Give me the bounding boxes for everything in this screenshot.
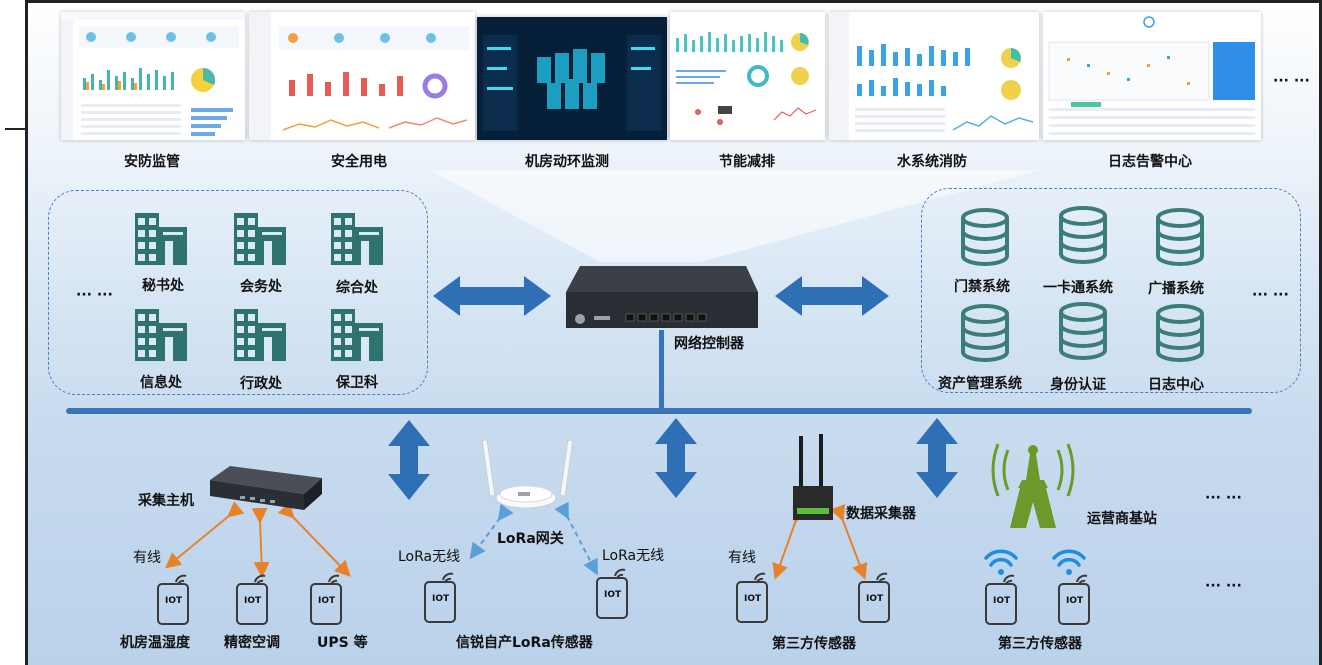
wired-link: [830, 503, 868, 580]
wired-link: [251, 507, 270, 578]
vertical-arrow-1: [388, 420, 430, 500]
screen-caption-security: 安防监管: [124, 154, 180, 170]
systems-group: [921, 188, 1301, 393]
vertical-arrow-2: [655, 418, 697, 498]
device-label-precision-ac: 精密空调: [224, 635, 280, 651]
screen-caption-electricity: 安全用电: [331, 154, 387, 170]
wired-label-left: 有线: [133, 550, 161, 566]
wired-link: [772, 506, 808, 580]
iot-text: IOT: [1066, 596, 1084, 606]
device-label-ups: UPS 等: [317, 635, 368, 651]
base-station-tower: [991, 443, 1075, 528]
dept-label-information: 信息处: [140, 375, 182, 391]
lora-gateway-label: LoRa网关: [497, 531, 564, 547]
screenshot-energy: [670, 12, 825, 140]
device-label-room-temp: 机房温湿度: [120, 635, 190, 651]
screen-caption-datacenter: 机房动环监测: [525, 154, 609, 170]
iot-text: IOT: [432, 594, 450, 604]
bottom-more-ellipsis-bottom: ··· ···: [1205, 578, 1242, 594]
base-station-label: 运营商基站: [1087, 511, 1157, 527]
screenshot-security: [61, 12, 245, 140]
departments-more-ellipsis: ··· ···: [76, 287, 113, 303]
screenshot-log-alarm: [1043, 12, 1261, 140]
lora-wireless-label-left: LoRa无线: [398, 549, 461, 565]
wired-label-right: 有线: [728, 550, 756, 566]
system-label-card: 一卡通系统: [1043, 280, 1113, 296]
lora-wireless-link: [554, 501, 598, 576]
third-party-sensors-label-1: 第三方传感器: [772, 636, 856, 652]
screenshot-water-fire: [829, 12, 1039, 140]
screen-caption-energy: 节能减排: [719, 154, 775, 170]
left-double-arrow: [433, 276, 551, 316]
main-bus: [66, 408, 1252, 414]
system-label-identity: 身份认证: [1050, 377, 1106, 393]
iot-text: IOT: [866, 594, 884, 604]
bottom-more-ellipsis-top: ··· ···: [1205, 490, 1242, 506]
data-collector-device: [793, 434, 833, 520]
wired-link: [277, 501, 351, 577]
system-label-log-center: 日志中心: [1148, 377, 1204, 393]
system-label-broadcast: 广播系统: [1148, 281, 1204, 297]
dept-label-security: 保卫科: [336, 375, 378, 391]
iot-text: IOT: [165, 596, 183, 606]
systems-more-ellipsis: ··· ···: [1252, 287, 1289, 303]
collector-host-label: 采集主机: [138, 493, 194, 509]
right-double-arrow: [775, 276, 889, 316]
wired-link: [164, 501, 245, 569]
lora-wireless-label-right: LoRa无线: [602, 548, 665, 564]
screen-caption-log-alarm: 日志告警中心: [1108, 154, 1192, 170]
network-controller-label: 网络控制器: [674, 336, 744, 352]
iot-text: IOT: [318, 596, 336, 606]
iot-text: IOT: [744, 594, 762, 604]
iot-text: IOT: [604, 590, 622, 600]
screen-caption-water-fire: 水系统消防: [897, 154, 967, 170]
iot-text: IOT: [993, 596, 1011, 606]
dept-label-conference: 会务处: [240, 279, 282, 295]
screens-more-ellipsis: ··· ···: [1273, 73, 1310, 89]
data-collector-label: 数据采集器: [846, 506, 916, 522]
third-party-sensors-label-2: 第三方传感器: [998, 636, 1082, 652]
collector-host-device: [210, 466, 322, 510]
screenshot-electricity: [249, 12, 475, 140]
iot-text: IOT: [244, 596, 262, 606]
vertical-arrow-3: [916, 418, 958, 498]
lora-wireless-link: [469, 503, 514, 560]
departments-group: [48, 190, 428, 395]
system-label-access: 门禁系统: [954, 279, 1010, 295]
system-label-assets: 资产管理系统: [938, 376, 1022, 392]
controller-stem: [659, 330, 664, 410]
screenshot-datacenter: [477, 17, 667, 140]
lora-sensors-label: 信锐自产LoRa传感器: [456, 635, 593, 651]
network-controller-device: [566, 266, 758, 328]
margin-mark: [5, 128, 25, 130]
dept-label-administration: 行政处: [240, 376, 282, 392]
dept-label-general: 综合处: [336, 280, 378, 296]
dept-label-secretariat: 秘书处: [142, 278, 184, 294]
lora-gateway-device: [481, 439, 574, 509]
